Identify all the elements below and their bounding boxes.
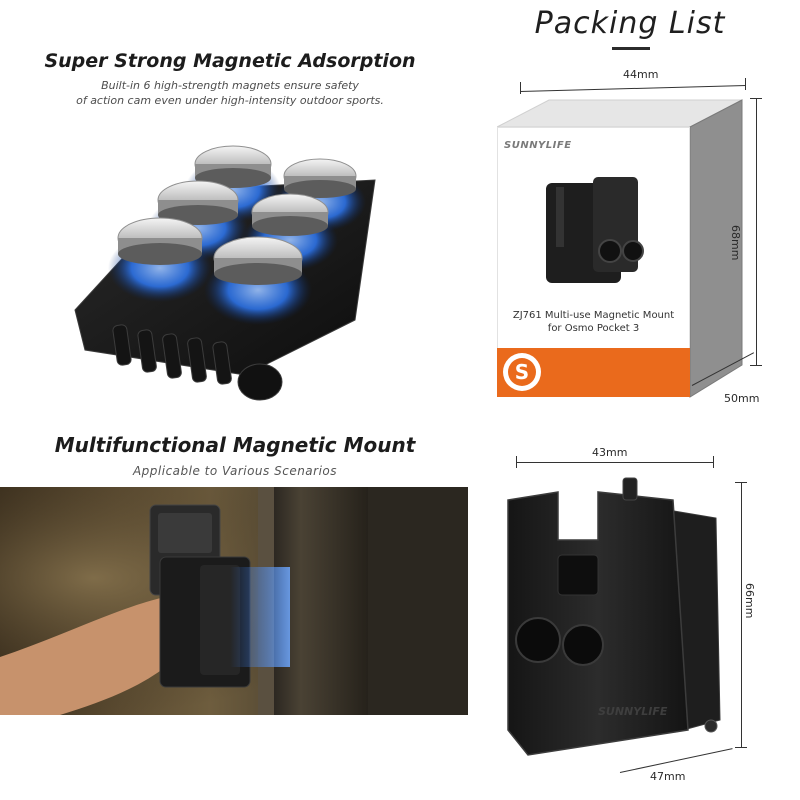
mount-height-line [741, 482, 742, 748]
title-underline [612, 47, 650, 50]
mount-title: Multifunctional Magnetic Mount [54, 433, 416, 457]
magnet-plate-illustration [74, 145, 376, 401]
scene-illustration [0, 487, 468, 715]
magnet-array [108, 145, 366, 325]
dim-tick [735, 747, 747, 748]
dim-tick [745, 78, 746, 90]
mount-depth-label: 47mm [650, 770, 686, 783]
packing-list-title: Packing List [534, 6, 726, 41]
magnet-icon [108, 217, 212, 302]
dim-tick [750, 98, 762, 99]
box-product-image [546, 177, 644, 283]
mount-width-line [516, 462, 714, 463]
hand [0, 596, 192, 715]
lens-hole-icon [515, 617, 561, 663]
box-brand-text: SUNNYLIFE [504, 140, 572, 151]
dim-tick [750, 365, 762, 366]
box-3d-sides [497, 99, 743, 398]
magnetic-mount-product: SUNNYLIFE [507, 477, 721, 756]
svg-text:SUNNYLIFE: SUNNYLIFE [598, 705, 668, 718]
box-orange-band: S [497, 348, 690, 397]
mount-width-label: 43mm [592, 446, 628, 459]
dim-tick [735, 482, 747, 483]
magnet-icon [204, 236, 312, 325]
box-product-line2: for Osmo Pocket 3 [547, 323, 640, 334]
box-height-line [756, 98, 757, 366]
mount-fingers [112, 324, 283, 401]
adsorption-subtitle-line1: Built-in 6 high-strength magnets ensure … [101, 79, 359, 92]
dim-tick [520, 82, 521, 94]
dim-tick [713, 456, 714, 468]
mount-height-label: 66mm [743, 583, 756, 619]
scene-photo [0, 487, 468, 715]
adsorption-title: Super Strong Magnetic Adsorption [44, 50, 416, 72]
box-width-line [520, 85, 746, 92]
mount-subtitle: Applicable to Various Scenarios [132, 464, 338, 478]
box-depth-label: 50mm [724, 392, 760, 405]
box-product-line1: ZJ761 Multi-use Magnetic Mount [512, 310, 675, 321]
adsorption-subtitle-line2: of action cam even under high-intensity … [76, 94, 384, 107]
lens-hole-icon [562, 624, 604, 666]
magnet-motion-effect [230, 567, 290, 667]
box-width-label: 44mm [623, 68, 659, 81]
dim-tick [516, 456, 517, 468]
brand-s-logo-icon: S [503, 353, 541, 391]
box-height-label: 68mm [729, 225, 742, 261]
